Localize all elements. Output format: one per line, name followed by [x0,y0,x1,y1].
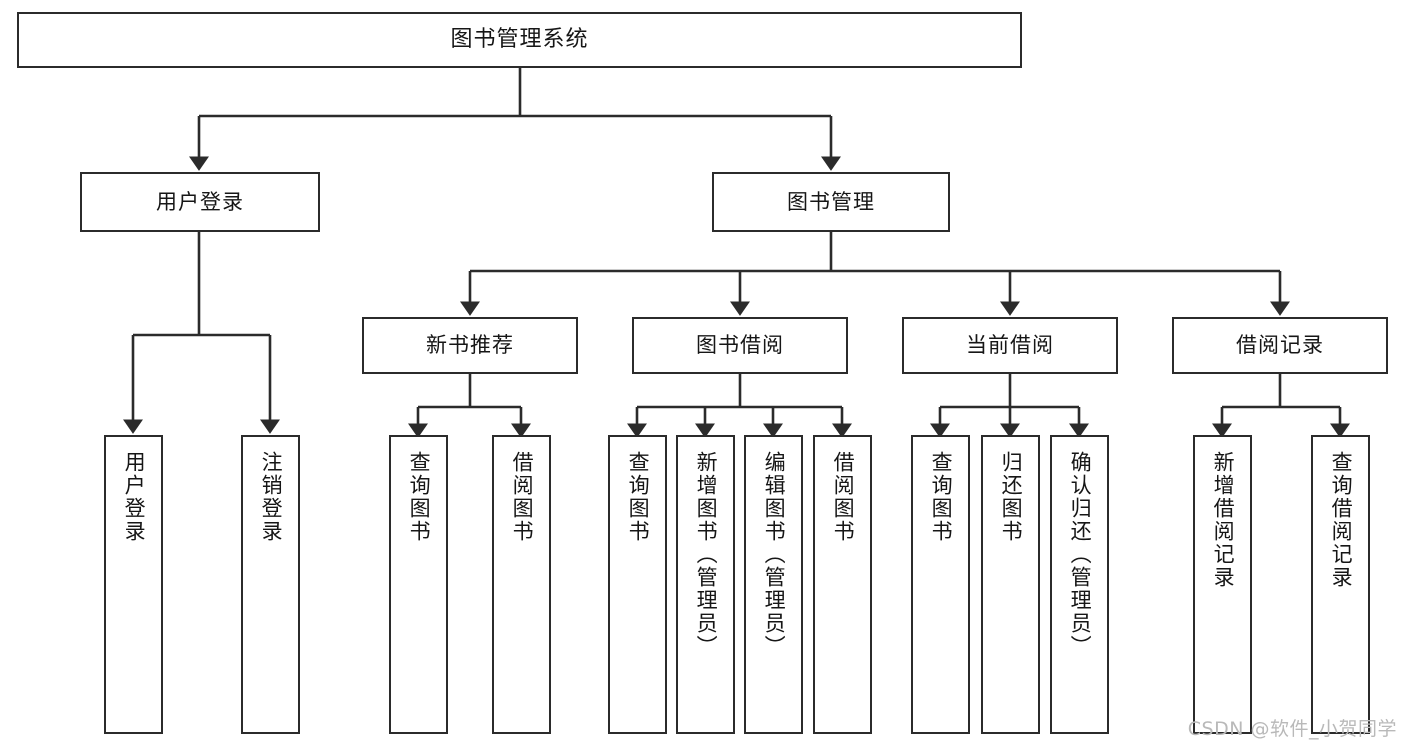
leaf-book-borrow-add-book-admin[interactable]: 新增图书（管理员） [676,435,735,734]
leaf-new-book-query-book[interactable]: 查询图书 [389,435,448,734]
leaf-book-borrow-query-book[interactable]: 查询图书 [608,435,667,734]
node-label: 图书管理 [787,189,875,214]
node-label: 当前借阅 [966,333,1054,358]
node-label: 归还图书 [999,451,1024,543]
node-user-login[interactable]: 用户登录 [80,172,320,232]
leaf-borrow-record-query-record[interactable]: 查询借阅记录 [1311,435,1370,734]
leaf-current-borrow-return-book[interactable]: 归还图书 [981,435,1040,734]
node-label: 查询借阅记录 [1329,451,1354,589]
leaf-new-book-borrow-book[interactable]: 借阅图书 [492,435,551,734]
node-borrow-record[interactable]: 借阅记录 [1172,317,1388,374]
node-label: 借阅图书 [831,451,856,543]
node-label: 图书借阅 [696,333,784,358]
node-label: 用户登录 [156,189,244,214]
leaf-borrow-record-add-record[interactable]: 新增借阅记录 [1193,435,1252,734]
leaf-book-borrow-borrow-book[interactable]: 借阅图书 [813,435,872,734]
leaf-user-login-logout[interactable]: 注销登录 [241,435,300,734]
csdn-watermark: CSDN @软件_小贺同学 [1187,718,1397,740]
leaf-user-login-login[interactable]: 用户登录 [104,435,163,734]
node-label: 新增借阅记录 [1211,451,1236,589]
node-book-management[interactable]: 图书管理 [712,172,950,232]
node-label: 查询图书 [626,451,651,543]
node-label: 新增图书（管理员） [694,451,719,658]
node-label: 编辑图书（管理员） [762,451,787,658]
leaf-current-borrow-confirm-return-admin[interactable]: 确认归还（管理员） [1050,435,1109,734]
node-current-borrow[interactable]: 当前借阅 [902,317,1118,374]
node-label: 新书推荐 [426,333,514,358]
node-new-book-recommend[interactable]: 新书推荐 [362,317,578,374]
node-label: 图书管理系统 [450,27,589,53]
leaf-book-borrow-edit-book-admin[interactable]: 编辑图书（管理员） [744,435,803,734]
leaf-current-borrow-query-book[interactable]: 查询图书 [911,435,970,734]
node-label: 查询图书 [929,451,954,543]
node-label: 确认归还（管理员） [1068,451,1093,658]
node-label: 查询图书 [407,451,432,543]
node-root-book-management-system[interactable]: 图书管理系统 [17,12,1022,68]
node-book-borrow[interactable]: 图书借阅 [632,317,848,374]
node-label: 注销登录 [259,451,284,543]
node-label: 用户登录 [122,451,147,543]
node-label: 借阅记录 [1236,333,1324,358]
node-label: 借阅图书 [510,451,535,543]
